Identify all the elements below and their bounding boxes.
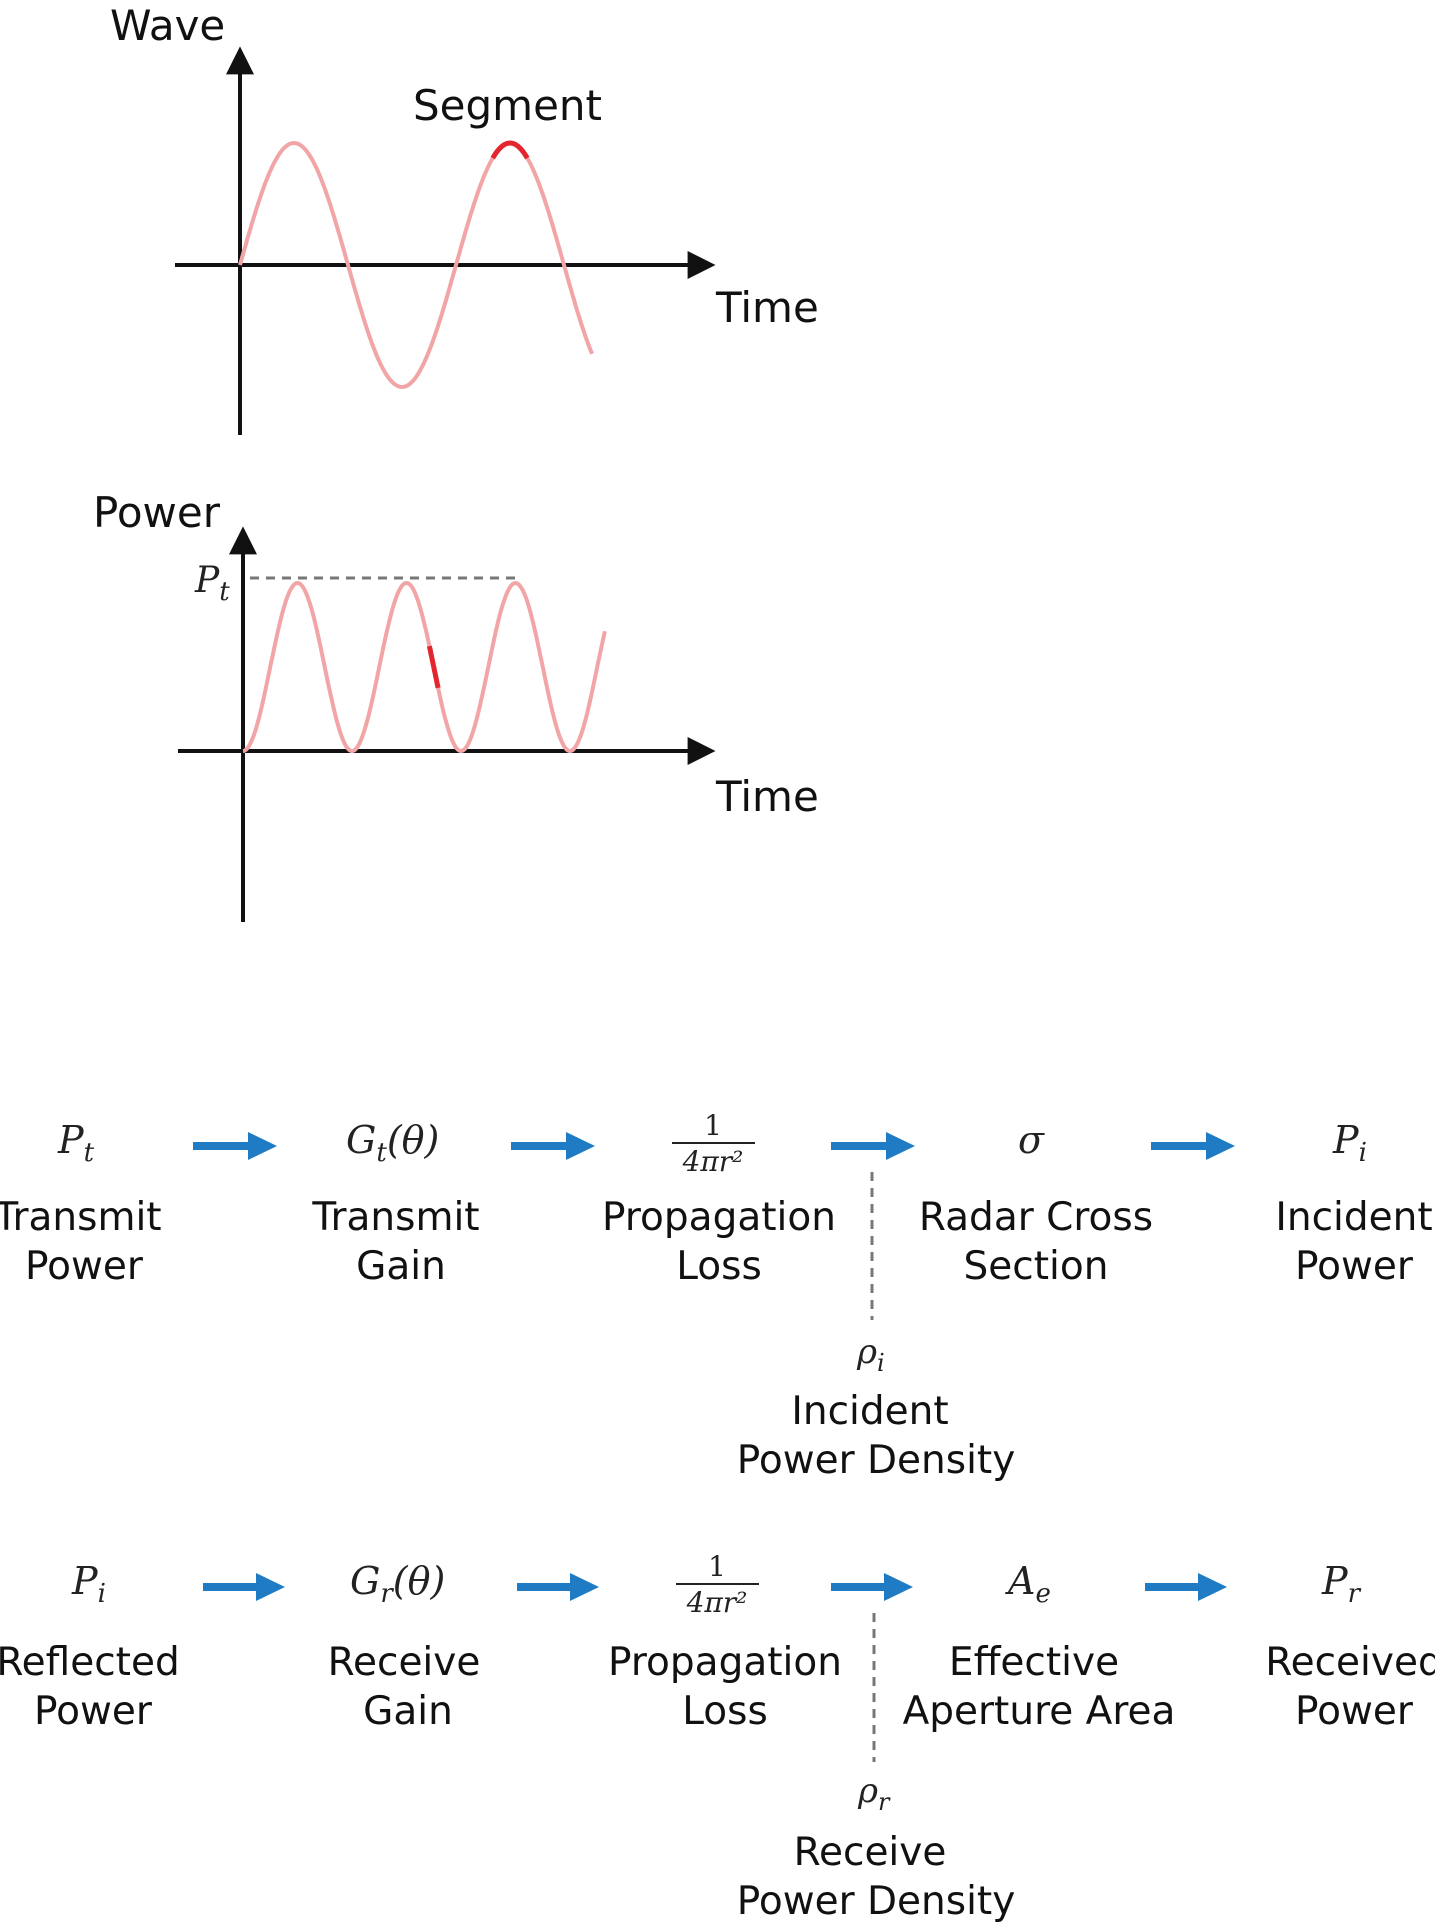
chain2-arrow: [1145, 1573, 1227, 1601]
chain2-node-label-line2: Power: [34, 1689, 153, 1734]
chain1-node-transmit-gain: Gt(θ) Transmit Gain: [311, 1118, 479, 1289]
chain1-node-label-line1: Transmit: [311, 1195, 479, 1240]
pt-level-label: Pt: [194, 560, 230, 607]
chain1-node-label-line2: Loss: [676, 1244, 762, 1289]
symbol-gr-theta: Gr(θ): [350, 1559, 445, 1609]
chain2-node-effective-aperture-area: Ae Effective Aperture Area: [903, 1559, 1176, 1734]
chain2-node-label-line2: Aperture Area: [903, 1689, 1176, 1734]
chain1-node-label-line2: Gain: [356, 1244, 446, 1289]
chain2-node-receive-gain: Gr(θ) Receive Gain: [328, 1559, 481, 1734]
chain2-arrow: [203, 1573, 285, 1601]
chain1-arrow: [511, 1132, 595, 1160]
wave-plot: Wave Time Segment: [110, 1, 819, 435]
power-x-label: Time: [715, 772, 819, 821]
chain2-node-label-line1: Received: [1265, 1640, 1435, 1685]
tap-label-line2: Power Density: [737, 1879, 1016, 1924]
chain2-node-label-line1: Reflected: [0, 1640, 180, 1685]
power-plot: Power Time Pt: [93, 488, 819, 922]
chain2-node-label-line1: Effective: [949, 1640, 1119, 1685]
fraction-numerator: 1: [708, 1550, 726, 1583]
chain2-node-label-line1: Propagation: [608, 1640, 842, 1685]
chain2-node-received-power: Pr Received Power: [1265, 1559, 1435, 1734]
symbol-pt: Pt: [57, 1118, 95, 1168]
chain2-node-label-line2: Loss: [682, 1689, 768, 1734]
chain1-node-label-line2: Power: [25, 1244, 144, 1289]
receive-power-density: ρr Receive Power Density: [737, 1771, 1016, 1924]
chain1-node-label-line1: Radar Cross: [919, 1195, 1153, 1240]
chain1-node-label-line1: Incident: [1275, 1195, 1432, 1240]
chain1-node-incident-power: Pi Incident Power: [1275, 1118, 1432, 1289]
wave-y-label: Wave: [110, 1, 225, 50]
symbol-pr: Pr: [1321, 1559, 1362, 1609]
tap-label-line1: Incident: [791, 1389, 948, 1434]
symbol-gt-theta: Gt(θ): [346, 1118, 439, 1168]
symbol-pi: Pi: [71, 1559, 106, 1609]
chain1-arrow: [831, 1132, 915, 1160]
chain1-node-label-line2: Power: [1295, 1244, 1414, 1289]
tap-label-line1: Receive: [794, 1830, 947, 1875]
power-curve: [242, 580, 607, 754]
wave-x-label: Time: [715, 283, 819, 332]
chain1-node-label-line2: Section: [964, 1244, 1109, 1289]
chain2-node-propagation-loss: 1 4πr² Propagation Loss: [608, 1550, 842, 1734]
wave-segment-highlight: [490, 140, 530, 160]
symbol-rho-r: ρr: [857, 1771, 891, 1816]
chain1-node-radar-cross-section: σ Radar Cross Section: [919, 1118, 1153, 1289]
tap-label-line2: Power Density: [737, 1438, 1016, 1483]
chain1-arrow: [1151, 1132, 1235, 1160]
chain1-node-transmit-power: Pt Transmit Power: [0, 1118, 162, 1289]
chain2-node-label-line1: Receive: [328, 1640, 481, 1685]
segment-label: Segment: [413, 81, 602, 130]
receive-chain: Pi Reflected Power Gr(θ) Receive Gain 1 …: [0, 1550, 1435, 1924]
incident-power-density: ρi Incident Power Density: [737, 1332, 1016, 1483]
chain1-node-label-line1: Propagation: [602, 1195, 836, 1240]
symbol-sigma: σ: [1018, 1118, 1045, 1162]
transmit-chain: Pt Transmit Power Gt(θ) Transmit Gain 1 …: [0, 1109, 1433, 1483]
chain2-node-label-line2: Gain: [363, 1689, 453, 1734]
symbol-pi: Pi: [1332, 1118, 1367, 1168]
chain2-arrow: [831, 1573, 913, 1601]
chain1-node-label-line1: Transmit: [0, 1195, 162, 1240]
chain2-node-reflected-power: Pi Reflected Power: [0, 1559, 180, 1734]
fraction-numerator: 1: [704, 1109, 722, 1142]
chain1-arrow: [193, 1132, 277, 1160]
fraction-denominator: 4πr²: [682, 1145, 744, 1178]
chain2-node-label-line2: Power: [1295, 1689, 1414, 1734]
symbol-rho-i: ρi: [856, 1332, 885, 1377]
power-y-label: Power: [93, 488, 221, 537]
fraction-denominator: 4πr²: [686, 1586, 748, 1619]
power-segment-highlight: [426, 645, 441, 689]
symbol-ae: Ae: [1005, 1559, 1051, 1609]
chain1-node-propagation-loss: 1 4πr² Propagation Loss: [602, 1109, 836, 1289]
wave-curve: [238, 140, 594, 390]
chain2-arrow: [517, 1573, 599, 1601]
